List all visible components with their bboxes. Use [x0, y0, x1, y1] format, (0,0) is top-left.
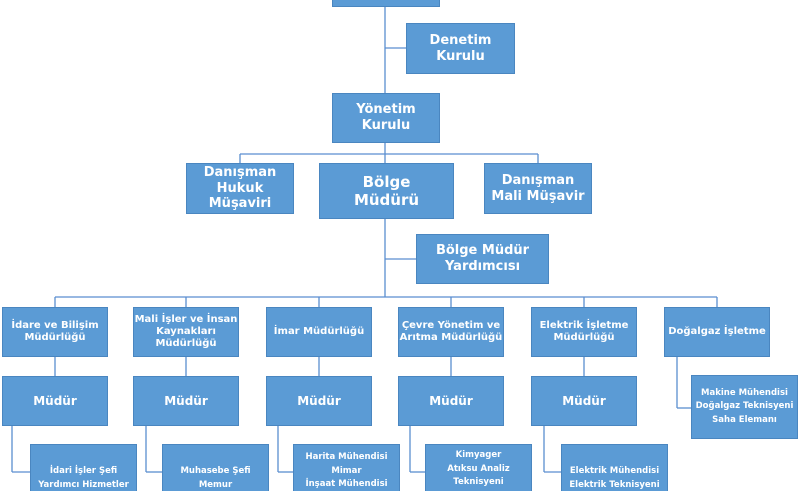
mudur-box: Müdür — [531, 376, 637, 426]
staff-label: Muhasebe Şefi Memur — [180, 466, 251, 490]
department-label: Elektrik İşletme Müdürlüğü — [539, 319, 629, 343]
staff-label: Makine Mühendisi Doğalgaz Teknisyeni Sah… — [695, 387, 794, 425]
department-box: Çevre Yönetim ve Arıtma Müdürlüğü — [398, 307, 504, 357]
bolge-mudur-yardimcisi-box: Bölge Müdür Yardımcısı — [416, 234, 549, 284]
bolge-mudur-yardimcisi-label: Bölge Müdür Yardımcısı — [435, 243, 530, 274]
hukuk-musaviri-label: Danışman Hukuk Müşaviri — [203, 164, 277, 212]
staff-box: Makine Mühendisi Doğalgaz Teknisyeni Sah… — [691, 375, 798, 439]
department-box: Mali İşler ve İnsan Kaynakları Müdürlüğü — [133, 307, 239, 357]
staff-box: Elektrik Mühendisi Elektrik Teknisyeni — [561, 444, 668, 491]
top-unit-box — [332, 0, 440, 7]
staff-label: Elektrik Mühendisi Elektrik Teknisyeni — [569, 466, 660, 490]
mudur-box: Müdür — [266, 376, 372, 426]
hukuk-musaviri-box: Danışman Hukuk Müşaviri — [186, 163, 294, 214]
staff-box: Harita Mühendisi Mimar İnşaat Mühendisi — [293, 444, 400, 491]
department-box: Elektrik İşletme Müdürlüğü — [531, 307, 637, 357]
department-box: İdare ve Bilişim Müdürlüğü — [2, 307, 108, 357]
denetim-kurulu-box: Denetim Kurulu — [406, 23, 515, 74]
mali-musavir-label: Danışman Mali Müşavir — [491, 172, 585, 204]
bolge-muduru-label: Bölge Müdürü — [353, 172, 420, 209]
yonetim-kurulu-box: Yönetim Kurulu — [332, 93, 440, 143]
staff-label: Kimyager Atıksu Analiz Teknisyeni — [447, 450, 510, 488]
department-label: Doğalgaz İşletme — [668, 325, 766, 337]
mudur-label: Müdür — [429, 393, 473, 408]
mudur-box: Müdür — [398, 376, 504, 426]
department-label: Çevre Yönetim ve Arıtma Müdürlüğü — [399, 319, 503, 343]
denetim-kurulu-label: Denetim Kurulu — [429, 32, 492, 64]
department-label: İdare ve Bilişim Müdürlüğü — [11, 319, 99, 343]
mudur-label: Müdür — [297, 393, 341, 408]
staff-label: İdari İşler Şefi Yardımcı Hizmetler — [38, 466, 129, 490]
mudur-box: Müdür — [133, 376, 239, 426]
staff-box: Kimyager Atıksu Analiz Teknisyeni — [425, 444, 532, 491]
mudur-label: Müdür — [33, 393, 77, 408]
mali-musavir-box: Danışman Mali Müşavir — [484, 163, 592, 214]
staff-box: Muhasebe Şefi Memur — [162, 444, 269, 491]
staff-box: İdari İşler Şefi Yardımcı Hizmetler — [30, 444, 137, 491]
department-box: İmar Müdürlüğü — [266, 307, 372, 357]
staff-label: Harita Mühendisi Mimar İnşaat Mühendisi — [305, 452, 388, 490]
mudur-box: Müdür — [2, 376, 108, 426]
mudur-label: Müdür — [164, 393, 208, 408]
yonetim-kurulu-label: Yönetim Kurulu — [356, 102, 416, 133]
department-label: Mali İşler ve İnsan Kaynakları Müdürlüğü — [134, 313, 238, 350]
mudur-label: Müdür — [562, 393, 606, 408]
department-label: İmar Müdürlüğü — [273, 325, 365, 337]
bolge-muduru-box: Bölge Müdürü — [319, 163, 454, 219]
department-box: Doğalgaz İşletme — [664, 307, 770, 357]
